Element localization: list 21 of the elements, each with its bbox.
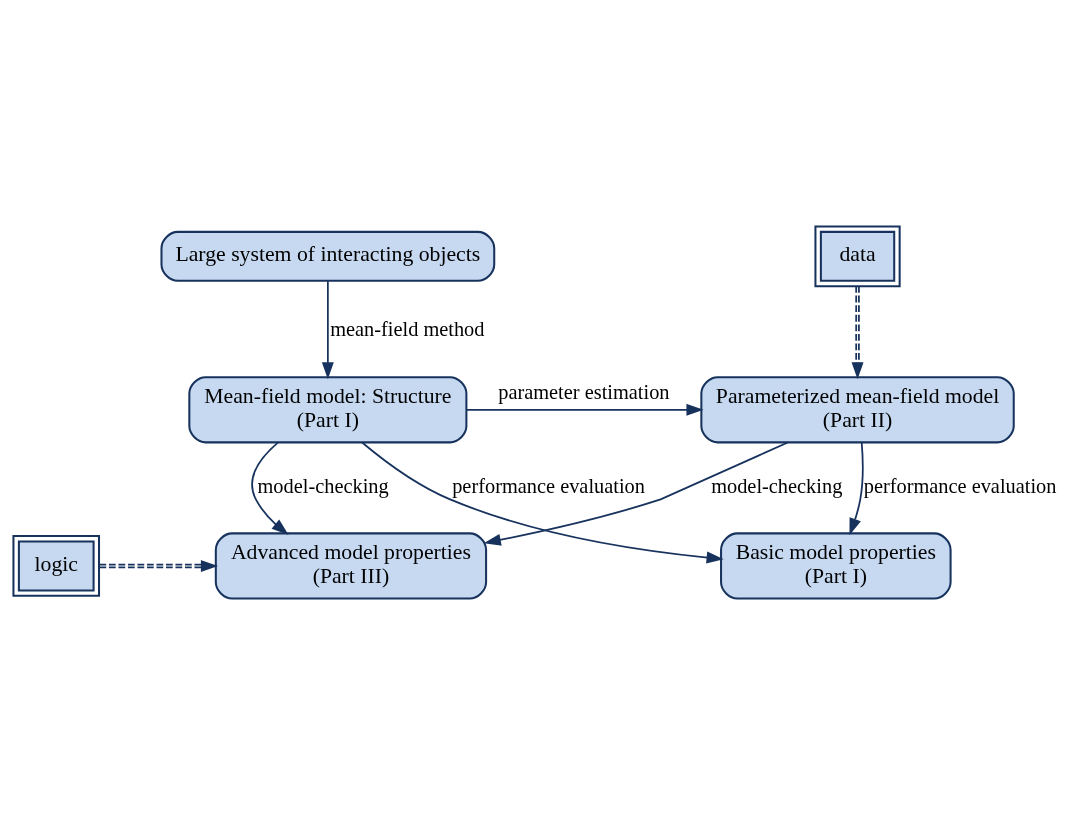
arrow [98, 559, 219, 572]
node-box: logic [12, 535, 101, 597]
edge-label: mean-field method [330, 318, 485, 341]
edge-label: model-checking [257, 474, 389, 497]
arrow [483, 441, 789, 546]
arrow [361, 441, 724, 564]
node-box: Parameterized mean-field model (Part II) [700, 376, 1015, 444]
edge-label: model-checking [711, 474, 843, 497]
edge-label: performance evaluation [452, 474, 645, 497]
arrow [251, 441, 289, 535]
arrow [849, 441, 864, 536]
arrow [851, 285, 864, 380]
edge-label: performance evaluation [863, 474, 1057, 497]
node-box: Basic model properties (Part I) [720, 532, 952, 600]
arrow [465, 403, 704, 416]
node-box: Advanced model properties (Part III) [214, 532, 488, 600]
node-box: data [814, 225, 901, 288]
node-box: Large system of interacting objects [160, 230, 496, 282]
node-box: Mean-field model: Structure (Part I) [188, 376, 468, 444]
arrow [321, 280, 334, 380]
edge-label: parameter estimation [498, 380, 670, 403]
